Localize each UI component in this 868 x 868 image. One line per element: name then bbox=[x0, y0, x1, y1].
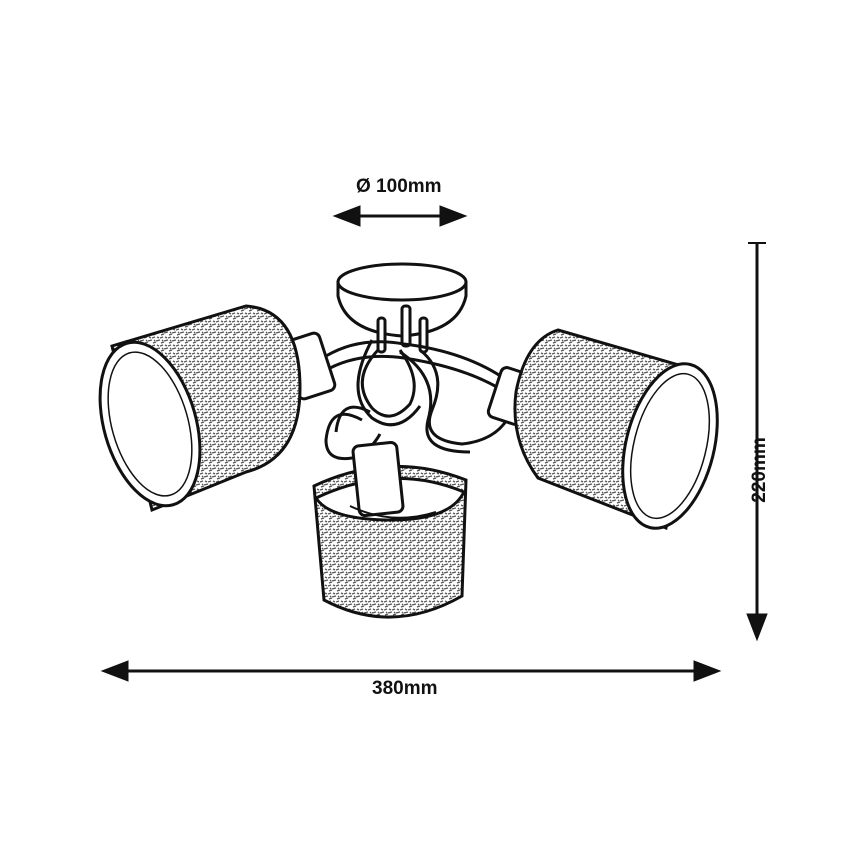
center-lamp-shade bbox=[312, 440, 468, 619]
width-dimension-label: 380mm bbox=[372, 678, 438, 699]
height-dimension-label: 220mm bbox=[749, 437, 770, 503]
diameter-dimension-label: Ø 100mm bbox=[356, 176, 442, 197]
width-dimension-arrow bbox=[100, 660, 722, 682]
lamp-arms bbox=[324, 339, 514, 461]
ceiling-canopy bbox=[336, 262, 468, 354]
left-lamp-shade bbox=[98, 304, 337, 513]
diameter-dimension-arrow bbox=[332, 205, 468, 227]
height-dimension-arrow bbox=[746, 242, 768, 642]
right-lamp-shade bbox=[486, 328, 719, 531]
